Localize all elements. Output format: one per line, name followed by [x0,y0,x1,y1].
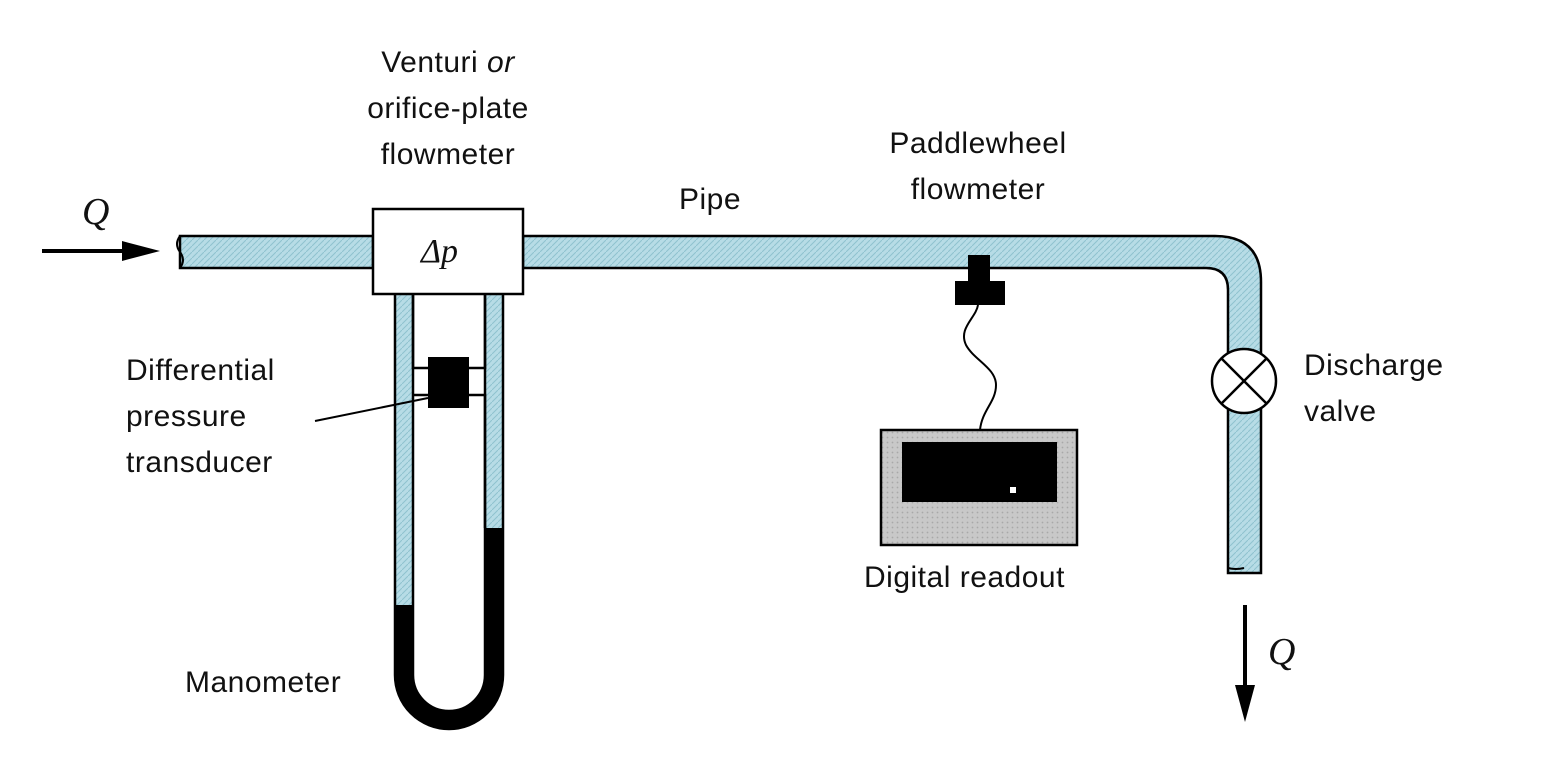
manometer-mercury [395,528,503,729]
pipe-outlet-edge [1227,567,1245,570]
transducer-label-line3: transducer [126,446,273,479]
manometer-label: Manometer [185,666,342,699]
digital-readout-device [879,428,1079,547]
discharge-valve-label: Discharge valve [1304,343,1444,435]
venturi-label-line3: flowmeter [380,138,516,171]
transducer-label-line1: Differential [126,354,275,387]
transducer-label-line2: pressure [126,400,247,433]
discharge-valve-label-line2: valve [1304,395,1377,428]
paddlewheel-label-line2: flowmeter [910,173,1046,206]
paddlewheel-label-line1: Paddlewheel [889,127,1067,160]
paddlewheel-label: Paddlewheel flowmeter [868,121,1088,213]
sensor-cable [963,304,998,431]
inlet-flow-arrow [42,241,160,261]
paddlewheel-sensor [955,255,1005,431]
venturi-label-line2: orifice-plate [367,92,529,125]
transducer-leader-line [314,397,429,422]
manometer [393,291,505,731]
venturi-label: Venturi or orifice-plate flowmeter [338,40,558,178]
digital-readout-label: Digital readout [864,561,1065,594]
inlet-pipe [176,234,375,270]
pipe-label: Pipe [679,183,742,216]
outlet-flow-arrow [1235,605,1255,722]
outlet-flow-symbol: Q [1268,631,1296,673]
main-pipe [521,234,1263,575]
inlet-flow-symbol: Q [82,191,110,233]
discharge-valve [1210,347,1278,415]
transducer-tubing [411,293,487,528]
delta-p-symbol: Δp [421,233,458,270]
transducer-label: Differential pressure transducer [126,348,275,486]
discharge-valve-label-line1: Discharge [1304,349,1444,382]
venturi-label-line1: Venturi or [381,46,515,79]
differential-pressure-transducer [428,357,469,408]
venturi-flowmeter-box [371,207,525,296]
readout-screen [902,442,1057,502]
